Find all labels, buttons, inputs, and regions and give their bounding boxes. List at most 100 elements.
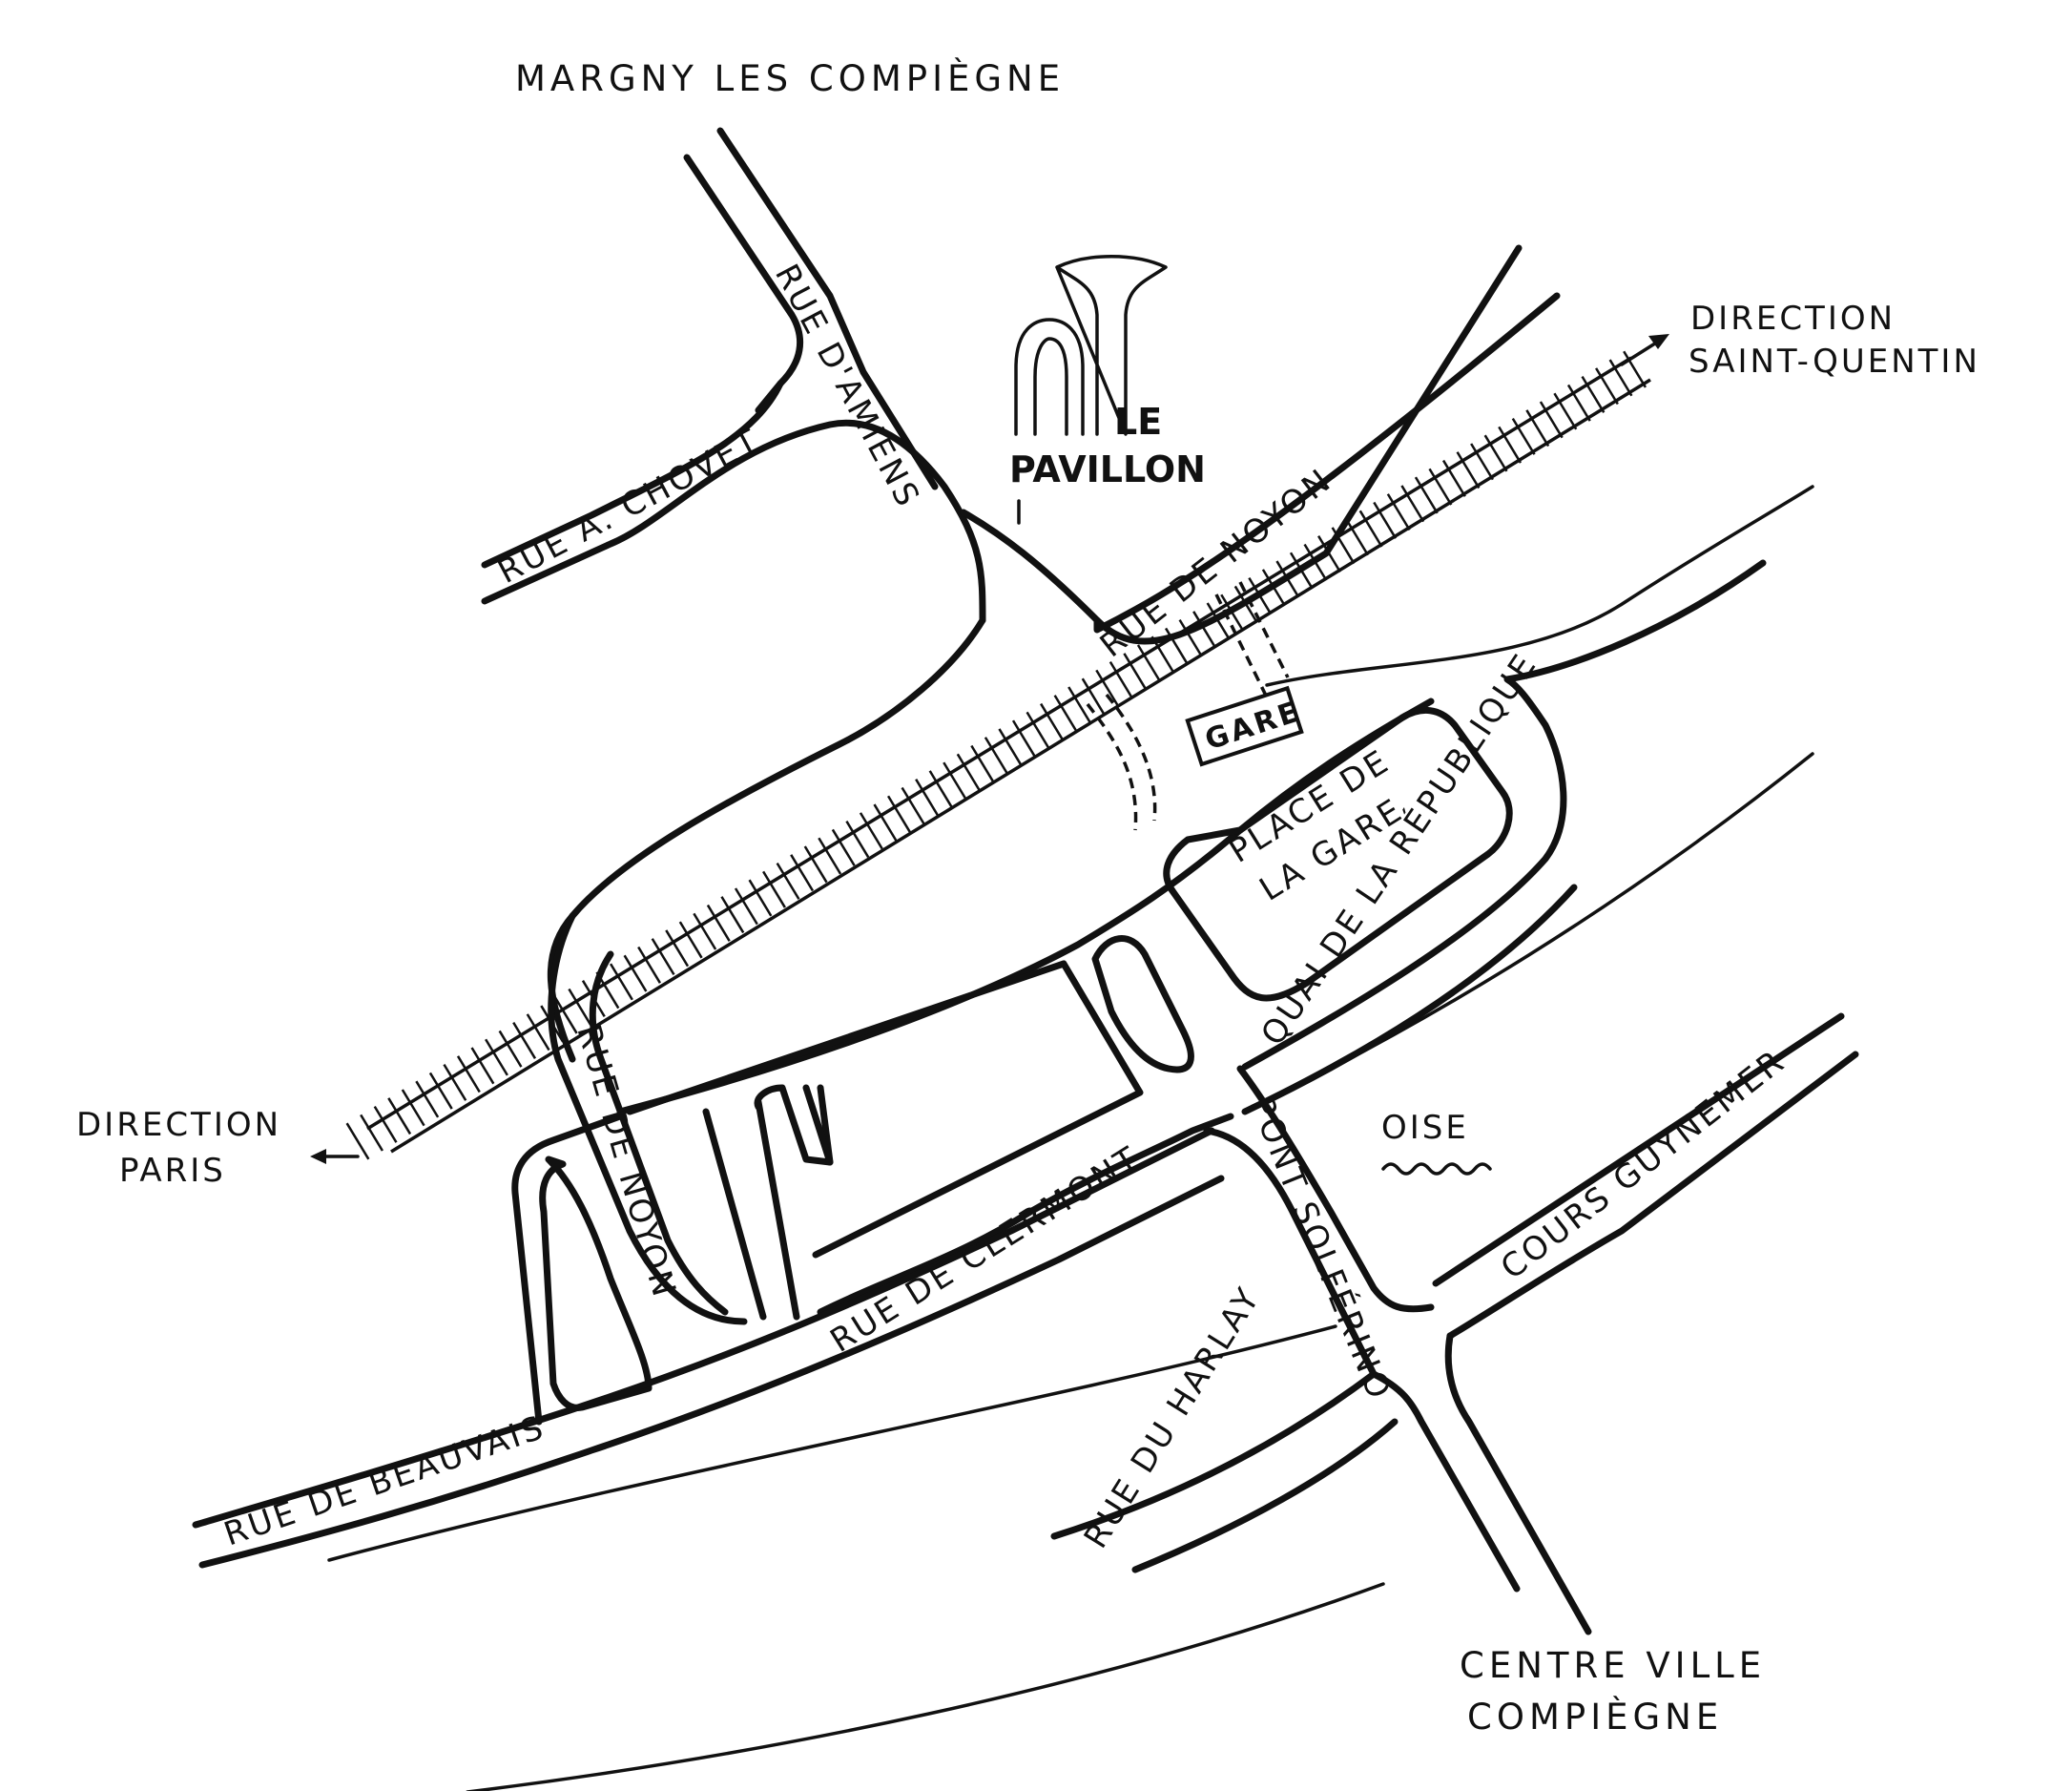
road-centre-ville-east — [1444, 1332, 1592, 1635]
railway-tie — [1608, 359, 1633, 397]
railway-tie — [1178, 618, 1203, 656]
road-access-d — [802, 1084, 834, 1166]
road-cours-guynemer-south — [1446, 1051, 1859, 1340]
railway-tie — [1414, 476, 1439, 514]
railway-tie — [1345, 518, 1370, 556]
river-bank-south — [466, 1582, 1385, 1791]
road-rue-de-beauvais-south — [198, 1175, 1225, 1569]
road-central-island — [1091, 935, 1194, 1073]
label-pont-solferino: PONT SOLFÉRINO — [1242, 1091, 1400, 1406]
railway-tie — [1483, 434, 1508, 472]
railway-tie — [886, 795, 911, 833]
railway-tie — [720, 896, 745, 934]
railway-tie — [415, 1080, 440, 1118]
label-centre-ville: CENTRE VILLE — [1460, 1645, 1766, 1686]
railway-tie — [734, 887, 758, 926]
logo-line-2: PAVILLON — [1009, 448, 1206, 490]
railway-tie — [859, 812, 883, 850]
road-gare-upper — [616, 698, 1435, 1115]
road-cours-guynemer-north — [1432, 1012, 1845, 1287]
label-rue-a-chovet: RUE A. CHOVET — [491, 421, 766, 592]
arrow-head-saint-quentin — [1648, 334, 1669, 349]
railway-tie — [665, 929, 690, 968]
railway-tie — [984, 737, 1008, 775]
road-rue-de-noyon-north-lower — [547, 616, 986, 1063]
pavilion-horn-icon — [1055, 255, 1168, 436]
railway-tie — [470, 1047, 495, 1085]
gare-station: GARE — [1185, 685, 1305, 767]
railway-tie — [1441, 459, 1466, 497]
railway-tie — [428, 1072, 453, 1110]
road-rue-de-noyon-west-outer — [548, 912, 748, 1325]
railway-tie — [637, 946, 661, 984]
label-rue-de-noyon-west: RUE DE NOYON — [569, 1020, 683, 1302]
railway-tie — [345, 1122, 370, 1160]
railway-tie — [526, 1013, 550, 1052]
railway-tie — [970, 744, 995, 782]
railway-tie — [803, 845, 828, 884]
railway-tie — [1581, 375, 1606, 413]
railway-tie — [360, 1114, 383, 1152]
railway-tie — [943, 761, 967, 800]
arrows — [310, 334, 1669, 1164]
railway-tie — [1470, 443, 1494, 481]
railway-tie — [456, 1055, 481, 1093]
railway-tie — [776, 862, 800, 900]
road-west-outer — [511, 1113, 624, 1426]
arrow-icon — [1620, 340, 1660, 366]
railway-tie — [512, 1022, 537, 1059]
label-cours-guynemer: COURS GUYNEMER — [1494, 1042, 1793, 1287]
railway-tie — [1498, 426, 1523, 464]
railway-tie — [373, 1105, 398, 1143]
railway-tie — [387, 1097, 412, 1135]
road-pont-solferino-east — [1236, 1065, 1435, 1313]
railway-tie — [1386, 493, 1411, 531]
railway-tie — [623, 954, 648, 992]
road-pont-solferino-west — [1203, 1127, 1378, 1378]
footbridges — [1086, 581, 1290, 831]
railway-tie — [498, 1030, 523, 1068]
railway-tie — [1123, 653, 1148, 691]
railway-tie — [706, 904, 731, 942]
road-rue-de-noyon-west-inner — [589, 950, 729, 1316]
road-rue-du-harlay-north — [1050, 1370, 1378, 1540]
label-oise: OISE — [1381, 1109, 1469, 1147]
railway-tie — [568, 988, 592, 1026]
railway-tie — [928, 770, 953, 808]
road-rue-a-chovet-south — [481, 419, 986, 624]
railway-tie — [1553, 392, 1578, 430]
road-quai-de-la-republique — [1241, 559, 1767, 1071]
label-rue-de-noyon-north: RUE DE NOYON — [1093, 461, 1339, 665]
railway-tie — [401, 1089, 425, 1127]
railway-tie — [956, 753, 981, 791]
road-rue-de-beauvais-north — [192, 1127, 1215, 1529]
logo-line-1: LE — [1114, 401, 1162, 443]
railway-tie — [1428, 468, 1453, 506]
railway-tie — [748, 879, 773, 917]
railway-tie — [1081, 677, 1106, 716]
label-rue-d-amiens: RUE D'AMIENS — [767, 258, 927, 514]
label-rue-du-harlay: RUE DU HARLAY — [1077, 1280, 1269, 1555]
road-centre-ville-west — [1370, 1370, 1521, 1593]
road-rue-d-amiens-east — [716, 127, 939, 490]
river-bank-north — [1265, 485, 1814, 687]
road-access-b — [755, 1098, 800, 1321]
river-bank-south-upper — [327, 1324, 1337, 1562]
label-paris: PARIS — [119, 1152, 226, 1190]
railway-tie — [998, 728, 1023, 766]
railway-tie — [693, 912, 717, 950]
road-rue-de-clermont — [817, 1113, 1234, 1316]
railway-tie — [818, 837, 842, 875]
gare-box — [1185, 685, 1304, 767]
railway-tie — [678, 921, 703, 959]
railway-tie — [1539, 401, 1564, 439]
railway-tie — [831, 828, 856, 866]
railway-tie — [790, 854, 815, 892]
railway-tie — [1623, 350, 1647, 388]
water-wave-icon — [1381, 1162, 1492, 1176]
road-rue-a-chovet-north — [481, 380, 784, 569]
railway-tie — [1400, 485, 1425, 523]
railway-tie — [1511, 417, 1536, 455]
label-direction-paris: DIRECTION — [76, 1106, 281, 1144]
